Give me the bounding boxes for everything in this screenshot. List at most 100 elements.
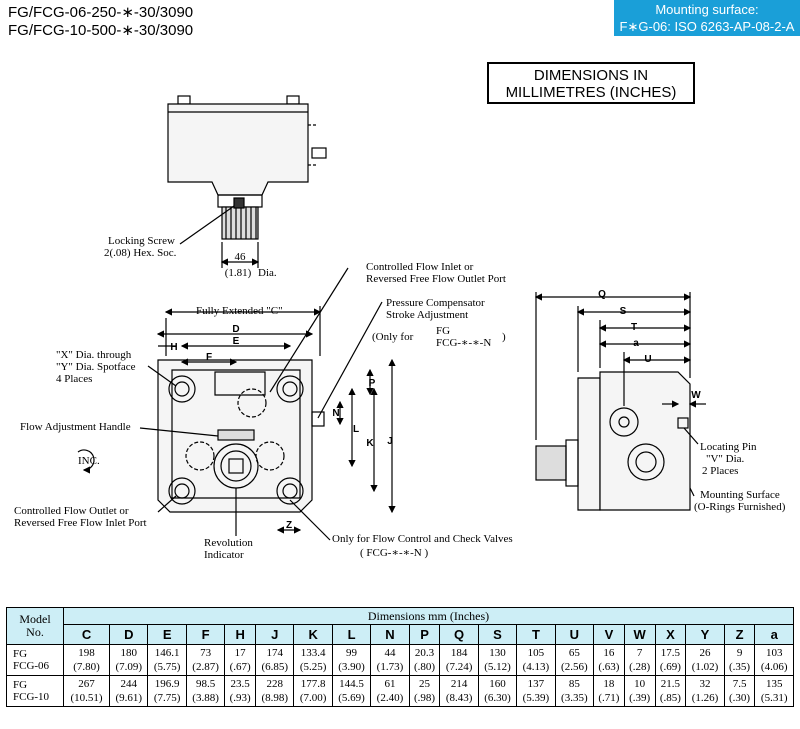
locating-pin-label-2: "V" Dia. bbox=[706, 453, 745, 465]
ctrl-outlet-label-1: Controlled Flow Outlet or bbox=[14, 505, 129, 517]
ctrl-outlet-label-2: Reversed Free Flow Inlet Port bbox=[14, 517, 147, 529]
dimensions-units-box: DIMENSIONS IN MILLIMETRES (INCHES) bbox=[487, 62, 695, 104]
dim-n: N bbox=[332, 408, 339, 419]
dimension-cell: 73(2.87) bbox=[185, 644, 226, 676]
only-close: ) bbox=[502, 331, 506, 343]
dimension-cell: 180(7.09) bbox=[109, 644, 149, 676]
column-header: D bbox=[109, 624, 149, 645]
column-header: S bbox=[477, 624, 518, 645]
dimension-cell: 198(7.80) bbox=[62, 644, 111, 676]
dim-a: a bbox=[633, 338, 639, 349]
ctrl-inlet-label-2: Reversed Free Flow Outlet Port bbox=[366, 273, 506, 285]
press-comp-label-2: Stroke Adjustment bbox=[386, 309, 468, 321]
dimension-cell: 65(2.56) bbox=[554, 644, 595, 676]
dimension-cell: 135(5.31) bbox=[754, 675, 794, 707]
ctrl-inlet-label-1: Controlled Flow Inlet or bbox=[366, 261, 474, 273]
inc-label: INC. bbox=[78, 455, 100, 467]
dim-f: F bbox=[206, 352, 212, 363]
dimensions-title-2: MILLIMETRES (INCHES) bbox=[505, 84, 677, 101]
mounting-surface-label-2: (O-Rings Furnished) bbox=[694, 501, 786, 513]
dimensions-title-1: DIMENSIONS IN bbox=[533, 67, 649, 84]
dim-q: Q bbox=[598, 289, 606, 300]
dim-t: T bbox=[631, 322, 637, 333]
x-dia-label-3: 4 Places bbox=[56, 373, 92, 385]
column-header: K bbox=[293, 624, 333, 645]
column-header: F bbox=[185, 624, 226, 645]
dimension-cell: 9(.35) bbox=[723, 644, 756, 676]
dimension-cell: 174(6.85) bbox=[255, 644, 295, 676]
dimension-cell: 10(.39) bbox=[623, 675, 656, 707]
dim-l: L bbox=[353, 424, 359, 435]
only-fg-label: FG bbox=[436, 325, 450, 337]
dimension-cell: 146.1(5.75) bbox=[147, 644, 187, 676]
column-header: H bbox=[224, 624, 257, 645]
dimension-cell: 17.5(.69) bbox=[654, 644, 687, 676]
revolution-indicator-label-1: Revolution bbox=[204, 537, 253, 549]
dimension-cell: 196.9(7.75) bbox=[147, 675, 187, 707]
mounting-title: Mounting surface: bbox=[655, 2, 759, 17]
dimension-cell: 17(.67) bbox=[224, 644, 257, 676]
dimension-cell: 228(8.98) bbox=[255, 675, 295, 707]
only-fcg-label: FCG-∗-∗-N bbox=[436, 337, 491, 349]
dim-h: H bbox=[170, 342, 177, 353]
dimension-cell: 144.5(5.69) bbox=[331, 675, 372, 707]
x-dia-label-2: "Y" Dia. Spotface bbox=[56, 361, 136, 373]
dimension-cell: 18(.71) bbox=[593, 675, 625, 707]
dia-46: 46 bbox=[235, 251, 247, 263]
column-header: N bbox=[370, 624, 410, 645]
locking-screw-label-1: Locking Screw bbox=[108, 235, 175, 247]
mounting-surface-label-1: Mounting Surface bbox=[700, 489, 780, 501]
dim-p: P bbox=[369, 378, 376, 389]
dimension-cell: 20.3(.80) bbox=[408, 644, 441, 676]
model-line-2: FG/FCG-10-500-∗-30/3090 bbox=[8, 22, 194, 39]
mounting-surface-banner: Mounting surface: F∗G-06: ISO 6263-AP-08… bbox=[614, 0, 800, 36]
model-line-1: FG/FCG-06-250-∗-30/3090 bbox=[8, 4, 194, 21]
front-view bbox=[77, 267, 396, 541]
dimension-cell: 7(.28) bbox=[623, 644, 656, 676]
dim-s: S bbox=[620, 306, 627, 317]
x-dia-label-1: "X" Dia. through bbox=[56, 349, 132, 361]
only-check-label-2: ( FCG-∗-∗-N ) bbox=[360, 547, 428, 559]
column-header: X bbox=[654, 624, 687, 645]
column-header: U bbox=[554, 624, 595, 645]
press-comp-label-1: Pressure Compensator bbox=[386, 297, 485, 309]
fully-extended-label: Fully Extended "C" bbox=[196, 305, 283, 317]
dimension-cell: 130(5.12) bbox=[477, 644, 518, 676]
column-header: a bbox=[754, 624, 794, 645]
dimension-cell: 184(7.24) bbox=[439, 644, 479, 676]
dimension-cell: 61(2.40) bbox=[370, 675, 410, 707]
dimension-cell: 133.4(5.25) bbox=[293, 644, 333, 676]
dimension-cell: 177.8(7.00) bbox=[293, 675, 333, 707]
dimension-cell: 98.5(3.88) bbox=[185, 675, 226, 707]
revolution-indicator-label-2: Indicator bbox=[204, 549, 244, 561]
flow-handle-label: Flow Adjustment Handle bbox=[20, 421, 131, 433]
dimension-cell: 16(.63) bbox=[593, 644, 625, 676]
side-view bbox=[534, 292, 706, 511]
locking-screw-label-2: 2(.08) Hex. Soc. bbox=[104, 247, 177, 259]
dim-k: K bbox=[366, 438, 374, 449]
dim-e: E bbox=[233, 336, 240, 347]
locating-pin-label-3: 2 Places bbox=[702, 465, 738, 477]
dia-181: (1.81) bbox=[225, 267, 252, 279]
dimension-cell: 103(4.06) bbox=[754, 644, 794, 676]
only-check-label-1: Only for Flow Control and Check Valves bbox=[332, 533, 513, 545]
dimension-cell: 25(.98) bbox=[408, 675, 441, 707]
dia-word: Dia. bbox=[258, 267, 277, 279]
locating-pin-label-1: Locating Pin bbox=[700, 441, 757, 453]
only-for-label: (Only for bbox=[372, 331, 414, 343]
dim-d: D bbox=[232, 324, 239, 335]
dimension-cell: 7.5(.30) bbox=[723, 675, 756, 707]
dim-z: Z bbox=[286, 520, 292, 531]
column-header: L bbox=[331, 624, 372, 645]
dimension-cell: 105(4.13) bbox=[516, 644, 556, 676]
dimension-cell: 32(1.26) bbox=[685, 675, 725, 707]
dim-j: J bbox=[387, 436, 393, 447]
column-header: E bbox=[147, 624, 187, 645]
column-header: P bbox=[408, 624, 441, 645]
